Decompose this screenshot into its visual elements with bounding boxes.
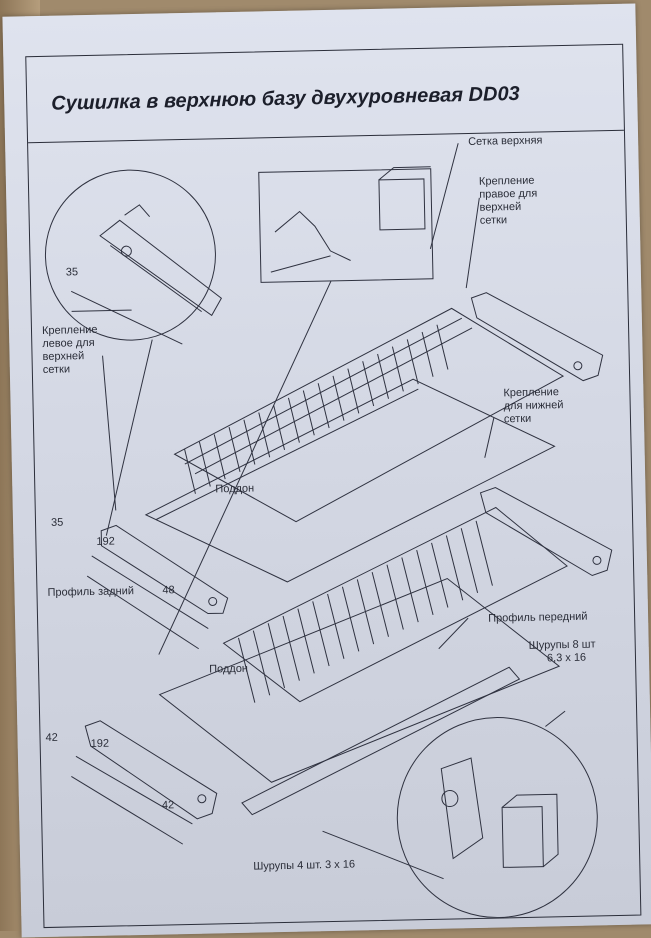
- label-line: 6,3 x 16: [546, 651, 587, 665]
- upper-rack-frame: [173, 307, 565, 523]
- dimension-left-192: 192: [96, 535, 115, 548]
- upper-rack-wires: [184, 324, 449, 494]
- lower-rack-wires: [238, 520, 493, 703]
- label-line: верхней: [42, 350, 85, 363]
- label-line: правое для: [479, 187, 538, 201]
- dimension-bottom-192: 192: [90, 737, 110, 751]
- bottom-left-mount: [84, 720, 218, 820]
- label-tray-lower: Поддон: [209, 662, 249, 676]
- lower-right-mount: [479, 486, 613, 577]
- label-upper-grid: Сетка верхняя: [468, 134, 543, 149]
- label-line: сетки: [503, 412, 532, 426]
- lower-tray: [158, 577, 561, 783]
- label-line: левое для: [42, 336, 95, 350]
- label-line: верхней: [479, 200, 522, 214]
- assembly-drawing: [44, 143, 613, 919]
- label-screws-8: Шурупы 8 шт 6,3 x 16: [529, 638, 596, 665]
- label-line: Крепление: [478, 174, 535, 188]
- label-tray-upper: Поддон: [215, 482, 255, 496]
- label-screws-4: Шурупы 4 шт. 3 x 16: [253, 858, 356, 873]
- lower-rack-frame: [222, 506, 568, 703]
- instruction-sheet: Сушилка в верхнюю базу двухуровневая DD0…: [2, 3, 651, 938]
- dimension-bottom-42a: 42: [45, 731, 58, 744]
- page-frame: Сушилка в верхнюю базу двухуровневая DD0…: [25, 43, 642, 929]
- dimension-left-35: 35: [50, 516, 64, 529]
- upper-tray: [144, 378, 556, 583]
- front-profile: [241, 666, 521, 816]
- label-line: для нижней: [503, 399, 564, 413]
- dimension-detail-35: 35: [65, 266, 79, 279]
- label-right-mount-upper: Крепление правое для верхней сетки: [479, 175, 538, 228]
- label-front-profile: Профиль передний: [488, 610, 588, 625]
- label-line: Крепление: [503, 386, 560, 400]
- dimension-left-48: 48: [162, 584, 175, 597]
- label-left-mount-upper: Крепление левое для верхней сетки: [42, 324, 99, 377]
- dimension-bottom-42b: 42: [161, 799, 175, 812]
- detail-circle-left: [44, 169, 216, 341]
- label-lower-mount: Крепление для нижней сетки: [503, 386, 564, 426]
- label-line: сетки: [479, 214, 508, 227]
- right-upper-mount: [470, 292, 604, 382]
- detail-rect-top: [258, 168, 434, 283]
- label-rear-profile: Профиль задний: [47, 585, 135, 599]
- left-upper-mount: [100, 524, 229, 615]
- detail-circle-right: [396, 717, 598, 919]
- label-line: сетки: [42, 363, 71, 376]
- label-line: Крепление: [41, 323, 98, 337]
